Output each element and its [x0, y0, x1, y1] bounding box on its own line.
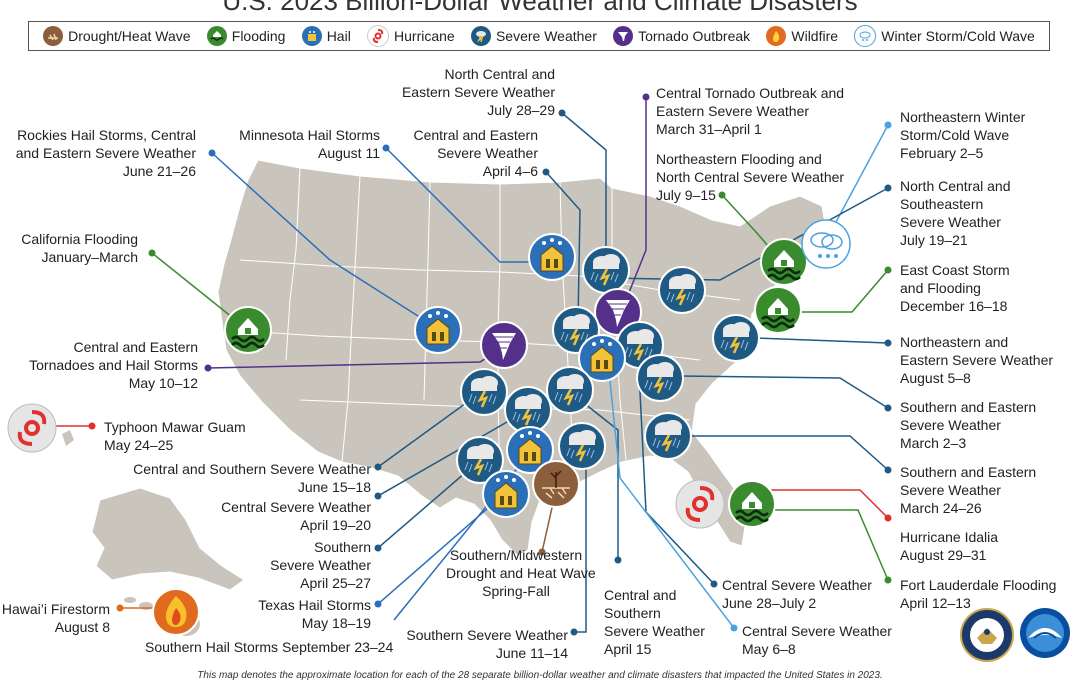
- hail-icon: [414, 306, 462, 354]
- commerce-seal-logo: [960, 608, 1014, 662]
- hurricane-icon: [6, 402, 58, 454]
- severe-weather-icon: [581, 245, 631, 295]
- severe-weather-icon: [459, 367, 509, 417]
- legend-label: Drought/Heat Wave: [68, 28, 191, 44]
- legend: Drought/Heat Wave Flooding Hail Hurrican…: [28, 21, 1050, 51]
- severe-weather-icon: [545, 365, 595, 415]
- legend-label: Severe Weather: [495, 28, 597, 44]
- legend-item-wildfire: Wildfire: [766, 26, 838, 46]
- footnote: This map denotes the approximate locatio…: [197, 670, 883, 681]
- winter-storm-icon: [801, 219, 851, 269]
- legend-item-winter-storm: Winter Storm/Cold Wave: [854, 25, 1035, 47]
- alaska-shape: [91, 487, 245, 591]
- flooding-icon: [223, 305, 273, 355]
- severe-weather-icon: [635, 353, 685, 403]
- drought-icon: [532, 460, 580, 508]
- map-title: U.S. 2023 Billion-Dollar Weather and Cli…: [222, 0, 858, 16]
- noaa-logo: [1020, 608, 1070, 658]
- hail-icon: [482, 470, 530, 518]
- legend-label: Winter Storm/Cold Wave: [881, 28, 1035, 44]
- guam-shape: [62, 430, 74, 446]
- legend-label: Tornado Outbreak: [638, 28, 751, 44]
- severe-weather-icon: [657, 265, 707, 315]
- legend-item-hail: Hail: [301, 26, 351, 46]
- legend-item-hurricane: Hurricane: [367, 25, 455, 47]
- legend-label: Hurricane: [394, 28, 455, 44]
- flooding-icon: [753, 285, 803, 335]
- legend-item-drought: Drought/Heat Wave: [43, 26, 191, 46]
- severe-weather-icon: [557, 421, 607, 471]
- state-borders: [229, 167, 741, 481]
- wildfire-icon: [766, 26, 787, 46]
- winter-storm-icon: [854, 25, 877, 47]
- flooding-icon: [206, 26, 227, 46]
- legend-label: Flooding: [231, 28, 286, 44]
- drought-icon: [43, 26, 64, 46]
- severe-weather-icon: [711, 313, 761, 363]
- legend-label: Wildfire: [791, 28, 839, 44]
- legend-label: Hail: [326, 28, 351, 44]
- legend-item-flooding: Flooding: [206, 26, 286, 46]
- hurricane-icon: [674, 478, 726, 530]
- hurricane-icon: [367, 25, 390, 47]
- hail-icon: [528, 233, 576, 281]
- tornado-icon: [480, 321, 528, 369]
- label-southern-hail-september: Southern Hail Storms September 23–24: [145, 639, 394, 655]
- legend-item-severe-weather: Severe Weather: [470, 26, 597, 46]
- wildfire-icon: [152, 588, 200, 636]
- severe-weather-icon: [470, 26, 491, 46]
- flooding-icon: [727, 479, 777, 529]
- legend-item-tornado: Tornado Outbreak: [613, 26, 750, 46]
- hail-icon: [301, 26, 322, 46]
- flooding-icon: [759, 237, 809, 287]
- severe-weather-icon: [643, 411, 693, 461]
- tornado-icon: [613, 26, 634, 46]
